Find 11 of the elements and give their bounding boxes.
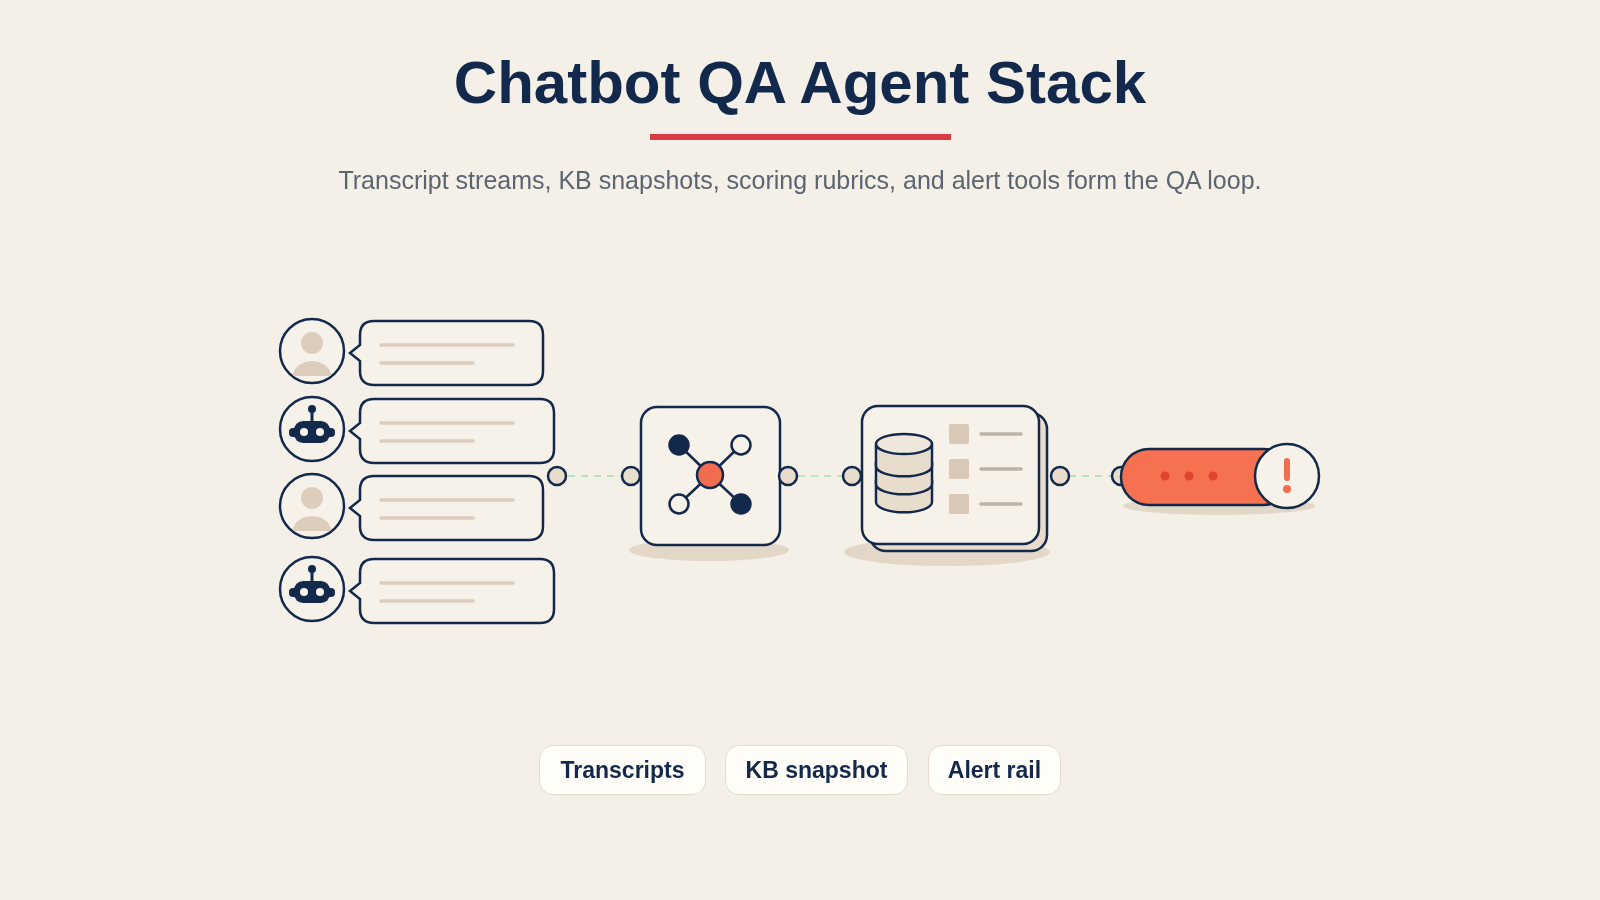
- chat-transcript-drawing: [276, 316, 568, 626]
- tag-chip: KB snapshot: [725, 745, 908, 795]
- alert-rail-drawing: [1111, 442, 1321, 518]
- subtitle: Transcript streams, KB snapshots, scoring rubrics, and alert tools form the QA loop.: [337, 166, 1263, 195]
- knowledge-base-card-drawing: [843, 404, 1069, 566]
- network-hub-drawing: [621, 406, 798, 562]
- dashed-connector: [797, 475, 844, 477]
- title: Chatbot QA Agent Stack: [452, 48, 1148, 117]
- dashed-connector: [1068, 475, 1112, 477]
- tag-chip: Alert rail: [928, 745, 1061, 795]
- tag-chip: Transcripts: [539, 745, 706, 795]
